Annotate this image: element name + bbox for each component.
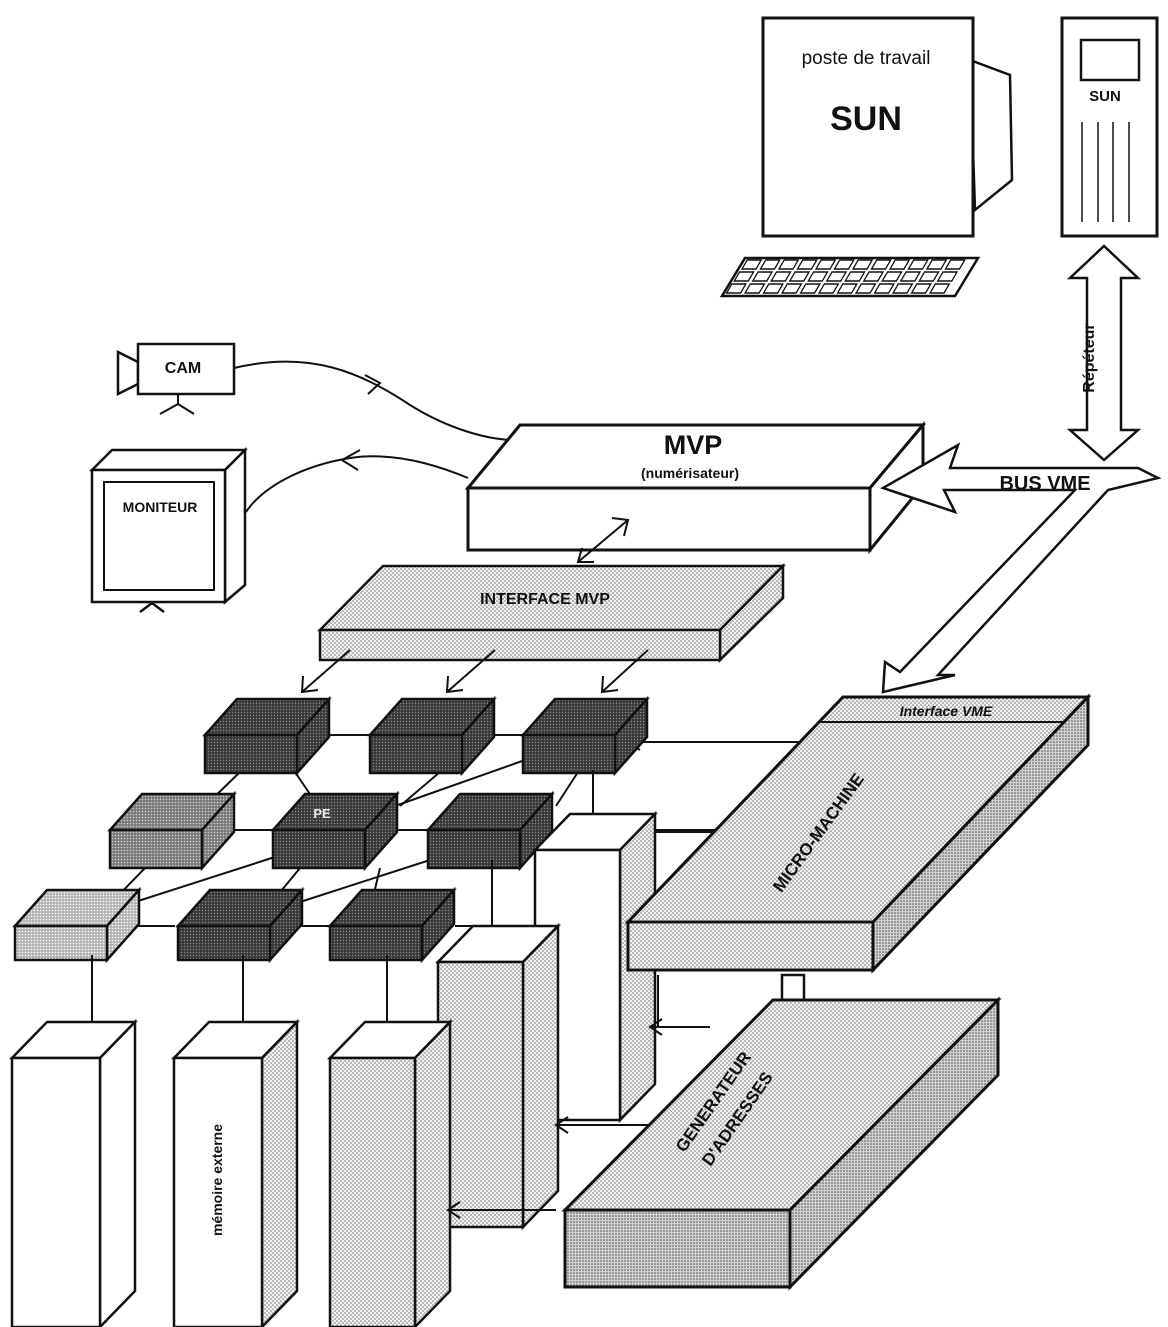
monitor-wire-arrow-icon — [342, 450, 360, 470]
processing-element — [330, 890, 454, 960]
mvp-subtitle: (numérisateur) — [641, 465, 739, 481]
monitor-label: MONITEUR — [123, 499, 198, 515]
tripod-icon — [160, 394, 194, 414]
interface-vme-label: Interface VME — [900, 703, 993, 719]
keyboard-icon — [722, 258, 978, 296]
camera-lens-icon — [118, 352, 138, 394]
tower-screen — [1081, 40, 1139, 80]
mvp-box: MVP (numérisateur) — [468, 425, 923, 550]
bus-vme: BUS VME — [883, 445, 1158, 692]
sun-workstation: poste de travail SUN — [722, 18, 1012, 296]
processing-element — [428, 794, 552, 868]
interface-mvp: INTERFACE MVP — [320, 566, 783, 660]
camera-to-mvp-wire — [234, 362, 515, 440]
camera-wire-arrow-icon — [365, 375, 380, 394]
workstation-label: poste de travail — [802, 48, 931, 69]
processing-element — [273, 794, 397, 868]
external-memory-label: mémoire externe — [209, 1124, 225, 1236]
bus-vme-label: BUS VME — [999, 473, 1090, 495]
camera-label: CAM — [165, 360, 201, 377]
micro-machine: Interface VME MICRO-MACHINE — [628, 697, 1088, 970]
processing-element — [178, 890, 302, 960]
camera: CAM — [118, 344, 234, 414]
pe-center-label: PE — [313, 806, 331, 821]
processing-element — [523, 699, 647, 773]
memory-column — [438, 926, 558, 1227]
workstation-monitor-back — [970, 60, 1012, 210]
mvp-title: MVP — [664, 430, 723, 460]
repeater-label: Répéteur — [1081, 323, 1098, 392]
monitor: MONITEUR — [92, 450, 245, 612]
processing-element — [205, 699, 329, 773]
monitor-stand-icon — [140, 603, 164, 612]
processing-element — [370, 699, 494, 773]
processing-element — [15, 890, 139, 960]
interface-mvp-label: INTERFACE MVP — [480, 591, 610, 608]
sun-tower: SUN — [1062, 18, 1157, 236]
memory-column — [12, 1022, 135, 1327]
mvp-to-monitor-wire — [246, 456, 468, 512]
repeater-arrow: Répéteur — [1070, 246, 1138, 460]
workstation-brand: SUN — [830, 100, 902, 138]
memory-column — [330, 1022, 450, 1327]
tower-brand: SUN — [1089, 88, 1121, 105]
processing-element — [110, 794, 234, 868]
memory-column — [174, 1022, 297, 1327]
